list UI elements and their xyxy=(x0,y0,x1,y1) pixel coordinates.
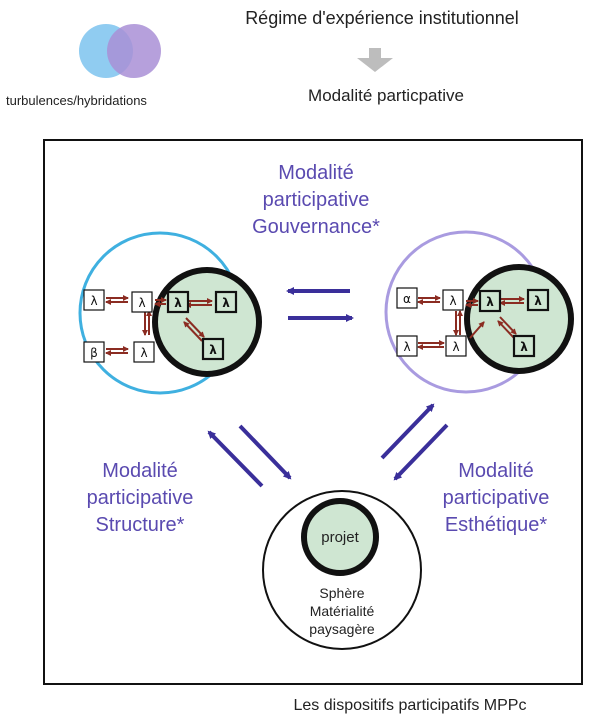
right-inner-box-3-label: λ xyxy=(520,340,528,354)
right-box-3-label: λ xyxy=(403,340,410,354)
bottom-inner-circle xyxy=(301,498,379,576)
right-small-arrows xyxy=(417,295,525,350)
left-small-arrows xyxy=(105,295,213,356)
footer-caption: Les dispositifs participatifs MPPc xyxy=(293,697,527,714)
modality-governance-line3: Gouvernance* xyxy=(252,216,380,238)
arrow-left-down xyxy=(238,424,292,480)
right-participation-node xyxy=(384,230,574,394)
down-arrow-icon xyxy=(357,48,393,72)
arrow-right-up xyxy=(380,403,435,460)
right-box-1-label: α xyxy=(403,292,411,306)
legend-label: turbulences/hybridations xyxy=(6,93,147,108)
right-inner-box-2-label: λ xyxy=(534,294,542,308)
venn-icon xyxy=(79,24,161,78)
modality-structure-line2: participative xyxy=(86,487,194,509)
page-subtitle: Modalité particpative xyxy=(308,86,464,105)
right-inner-boxes xyxy=(478,288,550,358)
right-inner-box-1-label: λ xyxy=(486,295,494,309)
left-inner-box-3-label: λ xyxy=(209,343,217,357)
arrow-left-up xyxy=(207,430,264,488)
right-small-boxes xyxy=(396,287,467,357)
modality-esthetique-line2: participative xyxy=(442,487,550,509)
arrow-right-down xyxy=(393,423,449,481)
left-box-1-label: λ xyxy=(90,294,97,308)
left-box-4-label: λ xyxy=(140,346,147,360)
sphere-line-2: Matérialité xyxy=(310,603,375,619)
modality-structure-line1: Modalité xyxy=(102,460,178,482)
modality-esthetique-line3: Esthétique* xyxy=(444,514,548,536)
sphere-line-3: paysagère xyxy=(309,621,375,637)
left-box-3-label: β xyxy=(90,346,98,360)
left-inner-box-1-label: λ xyxy=(174,296,182,310)
modality-esthetique-label: Modalité participative Esthétique* xyxy=(406,458,586,539)
project-label: projet xyxy=(321,529,359,546)
bottom-project-node xyxy=(262,490,422,650)
modality-structure-label: Modalité participative Structure* xyxy=(50,458,230,539)
left-inner-boxes xyxy=(166,290,238,361)
right-box-4-label: λ xyxy=(452,340,459,354)
modality-governance-line1: Modalité xyxy=(278,162,354,184)
modality-structure-line3: Structure* xyxy=(95,514,185,536)
left-inner-box-2-label: λ xyxy=(222,296,230,310)
left-small-boxes xyxy=(83,289,155,363)
modality-governance-line2: participative xyxy=(262,189,370,211)
diagram-frame xyxy=(43,139,583,685)
right-box-2-label: λ xyxy=(449,294,456,308)
modality-esthetique-line1: Modalité xyxy=(458,460,534,482)
modality-governance-label: Modalité participative Gouvernance* xyxy=(226,160,406,241)
page-title: Régime d'expérience institutionnel xyxy=(245,8,519,28)
sphere-line-1: Sphère xyxy=(319,585,364,601)
left-box-2-label: λ xyxy=(138,296,145,310)
